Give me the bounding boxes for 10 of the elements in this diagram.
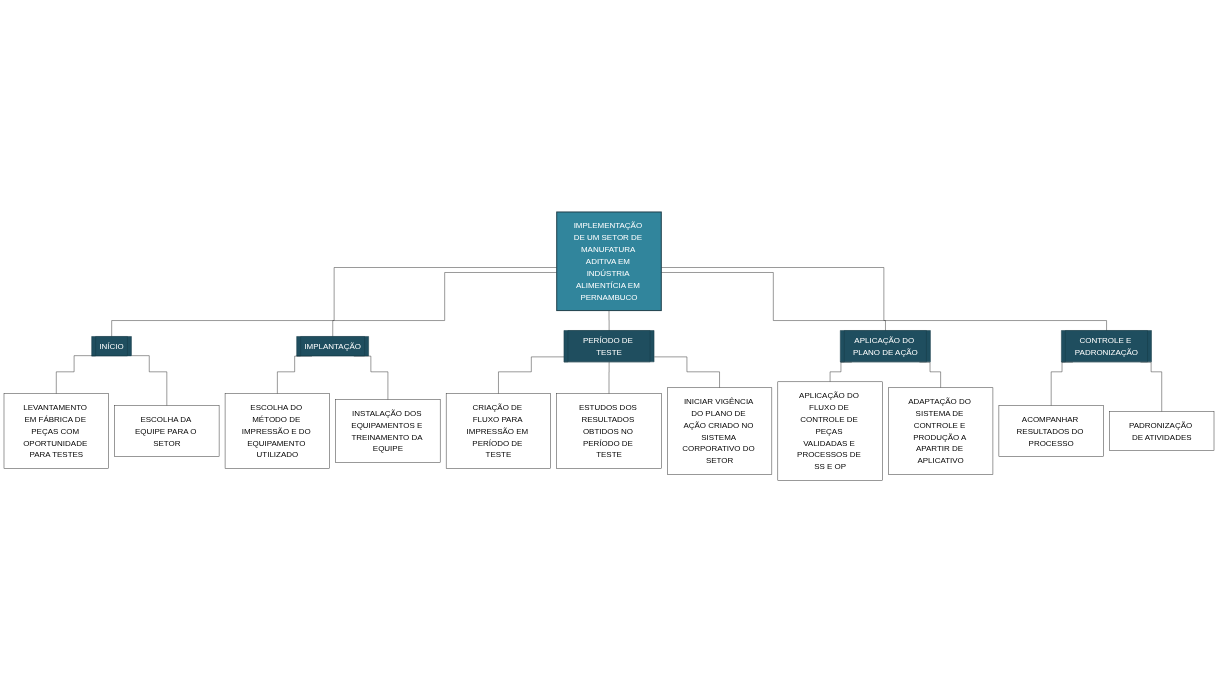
- connector: [56, 355, 93, 395]
- connector: [654, 356, 720, 389]
- connector: [498, 356, 565, 395]
- connector: [608, 362, 610, 395]
- connector: [111, 267, 557, 338]
- connector: [332, 272, 557, 338]
- connector: [131, 355, 168, 407]
- connector: [608, 310, 610, 332]
- connector: [661, 267, 1107, 332]
- connector: [661, 272, 886, 332]
